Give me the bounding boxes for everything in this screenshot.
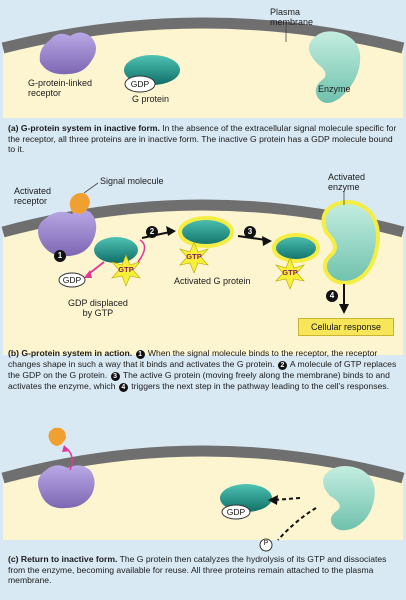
step-3-marker: 3 <box>244 226 256 238</box>
panel-b-caption-part-1: When the signal molecule binds to the re… <box>8 348 378 369</box>
panel-b <box>1 168 405 408</box>
cellular-response-box: Cellular response <box>298 318 394 336</box>
caption-step-1: 1 <box>135 350 145 359</box>
gtp-label-2: GTP <box>186 252 202 261</box>
gdp-leaving <box>58 272 86 288</box>
activated-receptor-label: Activated receptor <box>14 186 52 206</box>
gdp-label-b: GDP <box>62 275 82 285</box>
gtp-star-3 <box>275 257 305 290</box>
phosphate-circle <box>259 538 273 552</box>
g-protein-bound <box>94 237 138 263</box>
panel-b-caption: (b) G-protein system in action. 1 When t… <box>8 348 400 392</box>
activated-receptor-shape <box>38 209 97 257</box>
panel-c-membrane <box>1 445 405 484</box>
panel-c-caption: (c) Return to inactive form. The G prote… <box>8 554 400 586</box>
panel-b-caption-part-3: The active G protein (moving freely alon… <box>8 370 390 391</box>
panel-c-caption-text: The G protein then catalyzes the hydroly… <box>8 554 387 586</box>
caption-step-2: 2 <box>277 361 287 370</box>
receptor-shape-c <box>38 465 95 509</box>
released-signal <box>48 427 66 446</box>
g-protein-label: G protein <box>132 94 170 104</box>
signal-molecule-label: Signal molecule <box>100 176 164 186</box>
enzyme-label: Enzyme <box>318 84 351 94</box>
gdp-tag-c <box>221 504 251 520</box>
step-1-marker: 1 <box>54 250 66 262</box>
step-2-marker: 2 <box>146 226 158 238</box>
activated-enzyme-shape <box>321 200 380 285</box>
gdp-label-c: GDP <box>226 507 246 517</box>
receptor-label: G-protein-linked receptor <box>28 78 93 98</box>
panel-a <box>1 3 405 163</box>
gtp-star-1 <box>111 254 141 287</box>
panel-b-caption-part-4: triggers the next step in the pathway le… <box>128 381 389 391</box>
panel-b-caption-title: (b) G-protein system in action. <box>8 348 133 358</box>
panel-a-cytoplasm <box>3 23 403 118</box>
enzyme-shape <box>308 31 361 103</box>
receptor-shape <box>39 32 96 75</box>
gtp-label-3: GTP <box>282 268 298 277</box>
gdp-tag-a <box>124 75 156 93</box>
activated-g-protein-shape <box>178 216 234 248</box>
enzyme-c <box>323 466 375 531</box>
panel-a-caption: (a) G-protein system in inactive form. I… <box>8 123 400 155</box>
panel-a-caption-title: (a) G-protein system in inactive form. <box>8 123 160 133</box>
gtp-star-2 <box>179 241 209 274</box>
gdp-displaced-label: GDP displaced by GTP <box>68 298 128 318</box>
caption-step-4: 4 <box>118 383 128 392</box>
plasma-membrane-label: Plasma membrane <box>270 7 314 27</box>
panel-c <box>1 414 405 597</box>
gdp-label-a: GDP <box>130 79 150 89</box>
caption-step-3: 3 <box>110 372 120 381</box>
step-4-marker: 4 <box>326 290 338 302</box>
g-protein-on-enzyme <box>272 233 320 263</box>
panel-a-caption-text: In the absence of the extracellular sign… <box>8 123 397 155</box>
panel-c-caption-title: (c) Return to inactive form. <box>8 554 118 564</box>
activated-g-protein-label: Activated G protein <box>174 276 251 286</box>
panel-b-caption-part-2: A molecule of GTP replaces the GDP on th… <box>8 359 397 380</box>
signal-molecule-shape <box>69 193 90 214</box>
activated-enzyme-label: Activated enzyme <box>328 172 366 192</box>
gtp-label-1: GTP <box>118 265 134 274</box>
phosphate-label: P <box>263 540 269 547</box>
